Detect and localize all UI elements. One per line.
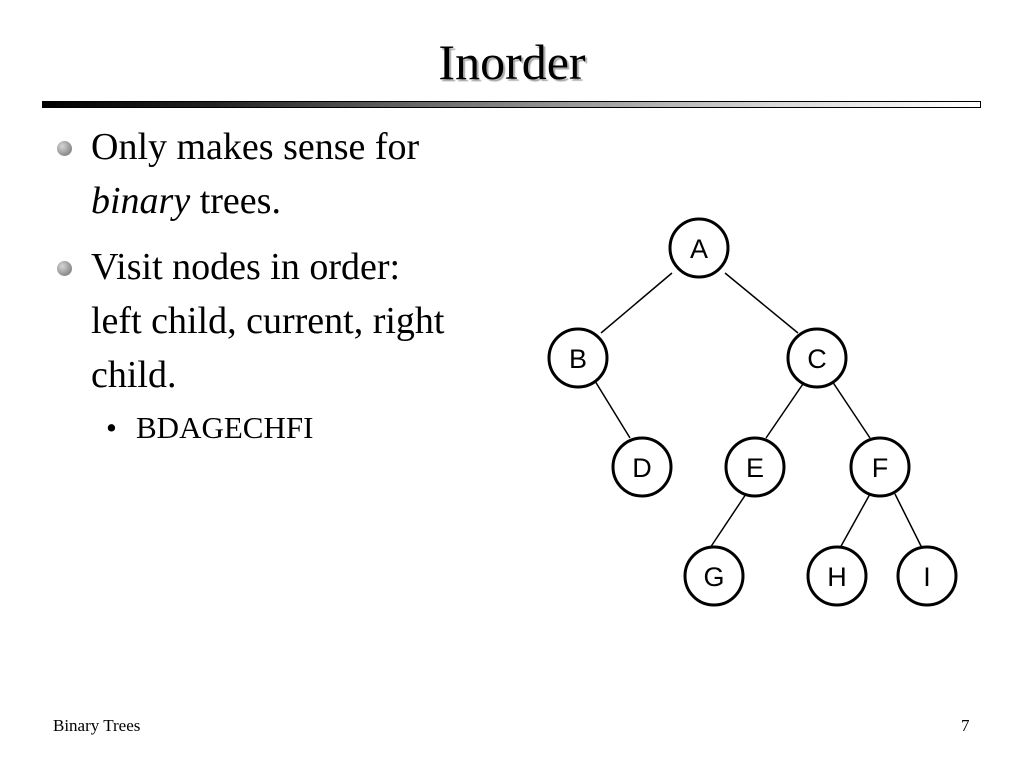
bullet-visit-order: Visit nodes in order: left child, curren…	[52, 240, 532, 402]
node-label-d: D	[632, 453, 652, 483]
tree-node-e: E	[724, 436, 786, 498]
bullet-text-tail: trees.	[190, 180, 281, 222]
tree-node-h: H	[806, 545, 868, 607]
bullet-text: Only makes sense for	[91, 126, 420, 168]
tree-node-d: D	[611, 436, 673, 498]
inorder-sequence: BDAGECHFI	[136, 410, 314, 445]
tree-node-c: C	[786, 327, 848, 389]
tree-node-f: F	[849, 436, 911, 498]
node-label-a: A	[690, 234, 708, 264]
edge-a-b	[600, 272, 673, 334]
slide-title: Inorder	[438, 34, 586, 90]
tree-edges	[594, 272, 923, 549]
edge-a-c	[724, 272, 799, 334]
bullet-line-1: Visit nodes in order:	[91, 246, 401, 288]
bullet-binary-only: Only makes sense for binary trees.	[52, 120, 532, 228]
bullet-line-3: child.	[91, 354, 177, 396]
node-label-c: C	[807, 344, 827, 374]
edge-e-g	[709, 493, 747, 549]
tree-node-a: A	[668, 217, 730, 279]
edge-c-f	[831, 380, 871, 439]
edge-b-d	[594, 380, 631, 439]
edge-f-i	[894, 493, 923, 549]
bullet-dot-icon	[57, 261, 72, 276]
footer-course-title: Binary Trees	[53, 716, 141, 735]
binary-tree-diagram: A B C D E F G H I	[547, 217, 958, 607]
tree-node-i: I	[896, 545, 958, 607]
emphasis-binary: binary	[91, 180, 191, 222]
edge-c-e	[765, 380, 806, 439]
sub-bullet-marker: •	[106, 410, 117, 445]
node-label-g: G	[703, 562, 724, 592]
title-underline	[42, 101, 981, 108]
footer-page-number: 7	[961, 716, 970, 735]
node-label-e: E	[746, 453, 764, 483]
node-label-h: H	[827, 562, 847, 592]
bullet-dot-icon	[57, 141, 72, 156]
bullet-list: Only makes sense for binary trees. Visit…	[52, 120, 532, 448]
tree-node-g: G	[683, 545, 745, 607]
edge-f-h	[839, 493, 871, 549]
node-label-b: B	[569, 344, 587, 374]
node-label-f: F	[872, 453, 889, 483]
sub-bullet-inorder-sequence: • BDAGECHFI	[52, 408, 532, 448]
tree-node-b: B	[547, 327, 609, 389]
bullet-line-2: left child, current, right	[91, 300, 445, 342]
node-label-i: I	[923, 562, 931, 592]
